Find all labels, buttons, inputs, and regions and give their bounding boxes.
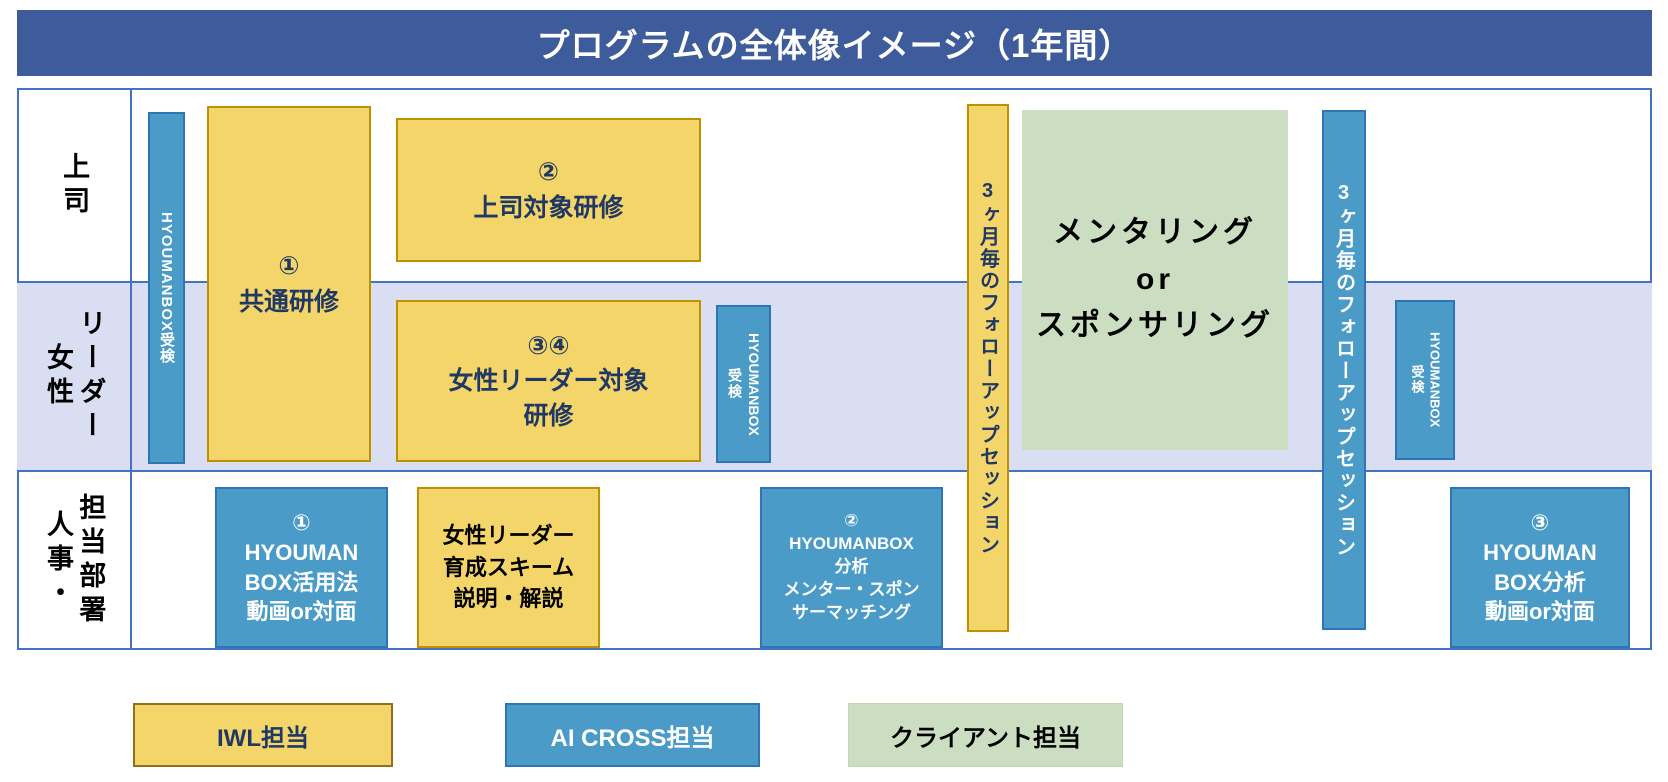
page-title: プログラムの全体像イメージ（1年間） — [17, 10, 1652, 76]
legend-iwl: IWL担当 — [133, 703, 393, 767]
lane-label-boss-text: 上司 — [59, 152, 90, 220]
lane-label-female-text: 女性 — [43, 343, 73, 411]
lane-label-jinji-text: 人事・ — [43, 510, 73, 612]
box-boss-training: ② 上司対象研修 — [396, 118, 701, 262]
bar-hyoumanbox-exam-3-kanji: 受検 — [1409, 365, 1425, 395]
box-common-training: ① 共通研修 — [207, 106, 371, 462]
box-hyoumanbox-analysis-matching: ② HYOUMANBOX 分析 メンター・スポン サーマッチング — [760, 487, 943, 648]
box-hyoumanbox-usage: ① HYOUMAN BOX活用法 動画or対面 — [215, 487, 388, 648]
lane-label-boss: 上司 — [19, 96, 129, 276]
bar-hyoumanbox-exam-3: HYOUMANBOX 受検 — [1395, 300, 1455, 460]
lane-divider-2 — [17, 470, 1652, 472]
bar-followup-session-2: 3ヶ月毎のフォローアップセッション — [1322, 110, 1366, 630]
lane-label-busho-text: 担当部署 — [75, 493, 106, 629]
legend-ai-cross: AI CROSS担当 — [505, 703, 760, 767]
lane-label-female-leader: 女性 リーダー — [19, 287, 129, 467]
bar-hyoumanbox-exam-1-text: HYOUMANBOX受検 — [158, 211, 175, 364]
lane-divider-1 — [17, 281, 1652, 283]
bar-followup-session-2-text: 3ヶ月毎のフォローアップセッション — [1332, 182, 1355, 558]
label-column-divider — [130, 88, 132, 650]
lane-label-hr: 人事・ 担当部署 — [19, 478, 129, 644]
box-mentoring-sponsoring: メンタリング or スポンサリング — [1022, 110, 1288, 450]
legend-client: クライアント担当 — [848, 703, 1123, 767]
bar-hyoumanbox-exam-3-latin: HYOUMANBOX — [1427, 332, 1443, 428]
bar-followup-session-1: 3ヶ月毎のフォローアップセッション — [967, 104, 1009, 632]
bar-hyoumanbox-exam-1: HYOUMANBOX受検 — [148, 112, 185, 464]
bar-hyoumanbox-exam-2-kanji: 受検 — [727, 368, 743, 400]
box-scheme-explanation: 女性リーダー 育成スキーム 説明・解説 — [417, 487, 600, 648]
box-hyoumanbox-analysis: ③ HYOUMAN BOX分析 動画or対面 — [1450, 487, 1630, 648]
bar-hyoumanbox-exam-2-latin: HYOUMANBOX — [746, 332, 762, 436]
bar-hyoumanbox-exam-2: HYOUMANBOX 受検 — [716, 305, 771, 463]
box-female-leader-training: ③④ 女性リーダー対象 研修 — [396, 300, 701, 462]
lane-label-leader-text: リーダー — [75, 309, 106, 445]
bar-followup-session-1-text: 3ヶ月毎のフォローアップセッション — [976, 180, 999, 556]
